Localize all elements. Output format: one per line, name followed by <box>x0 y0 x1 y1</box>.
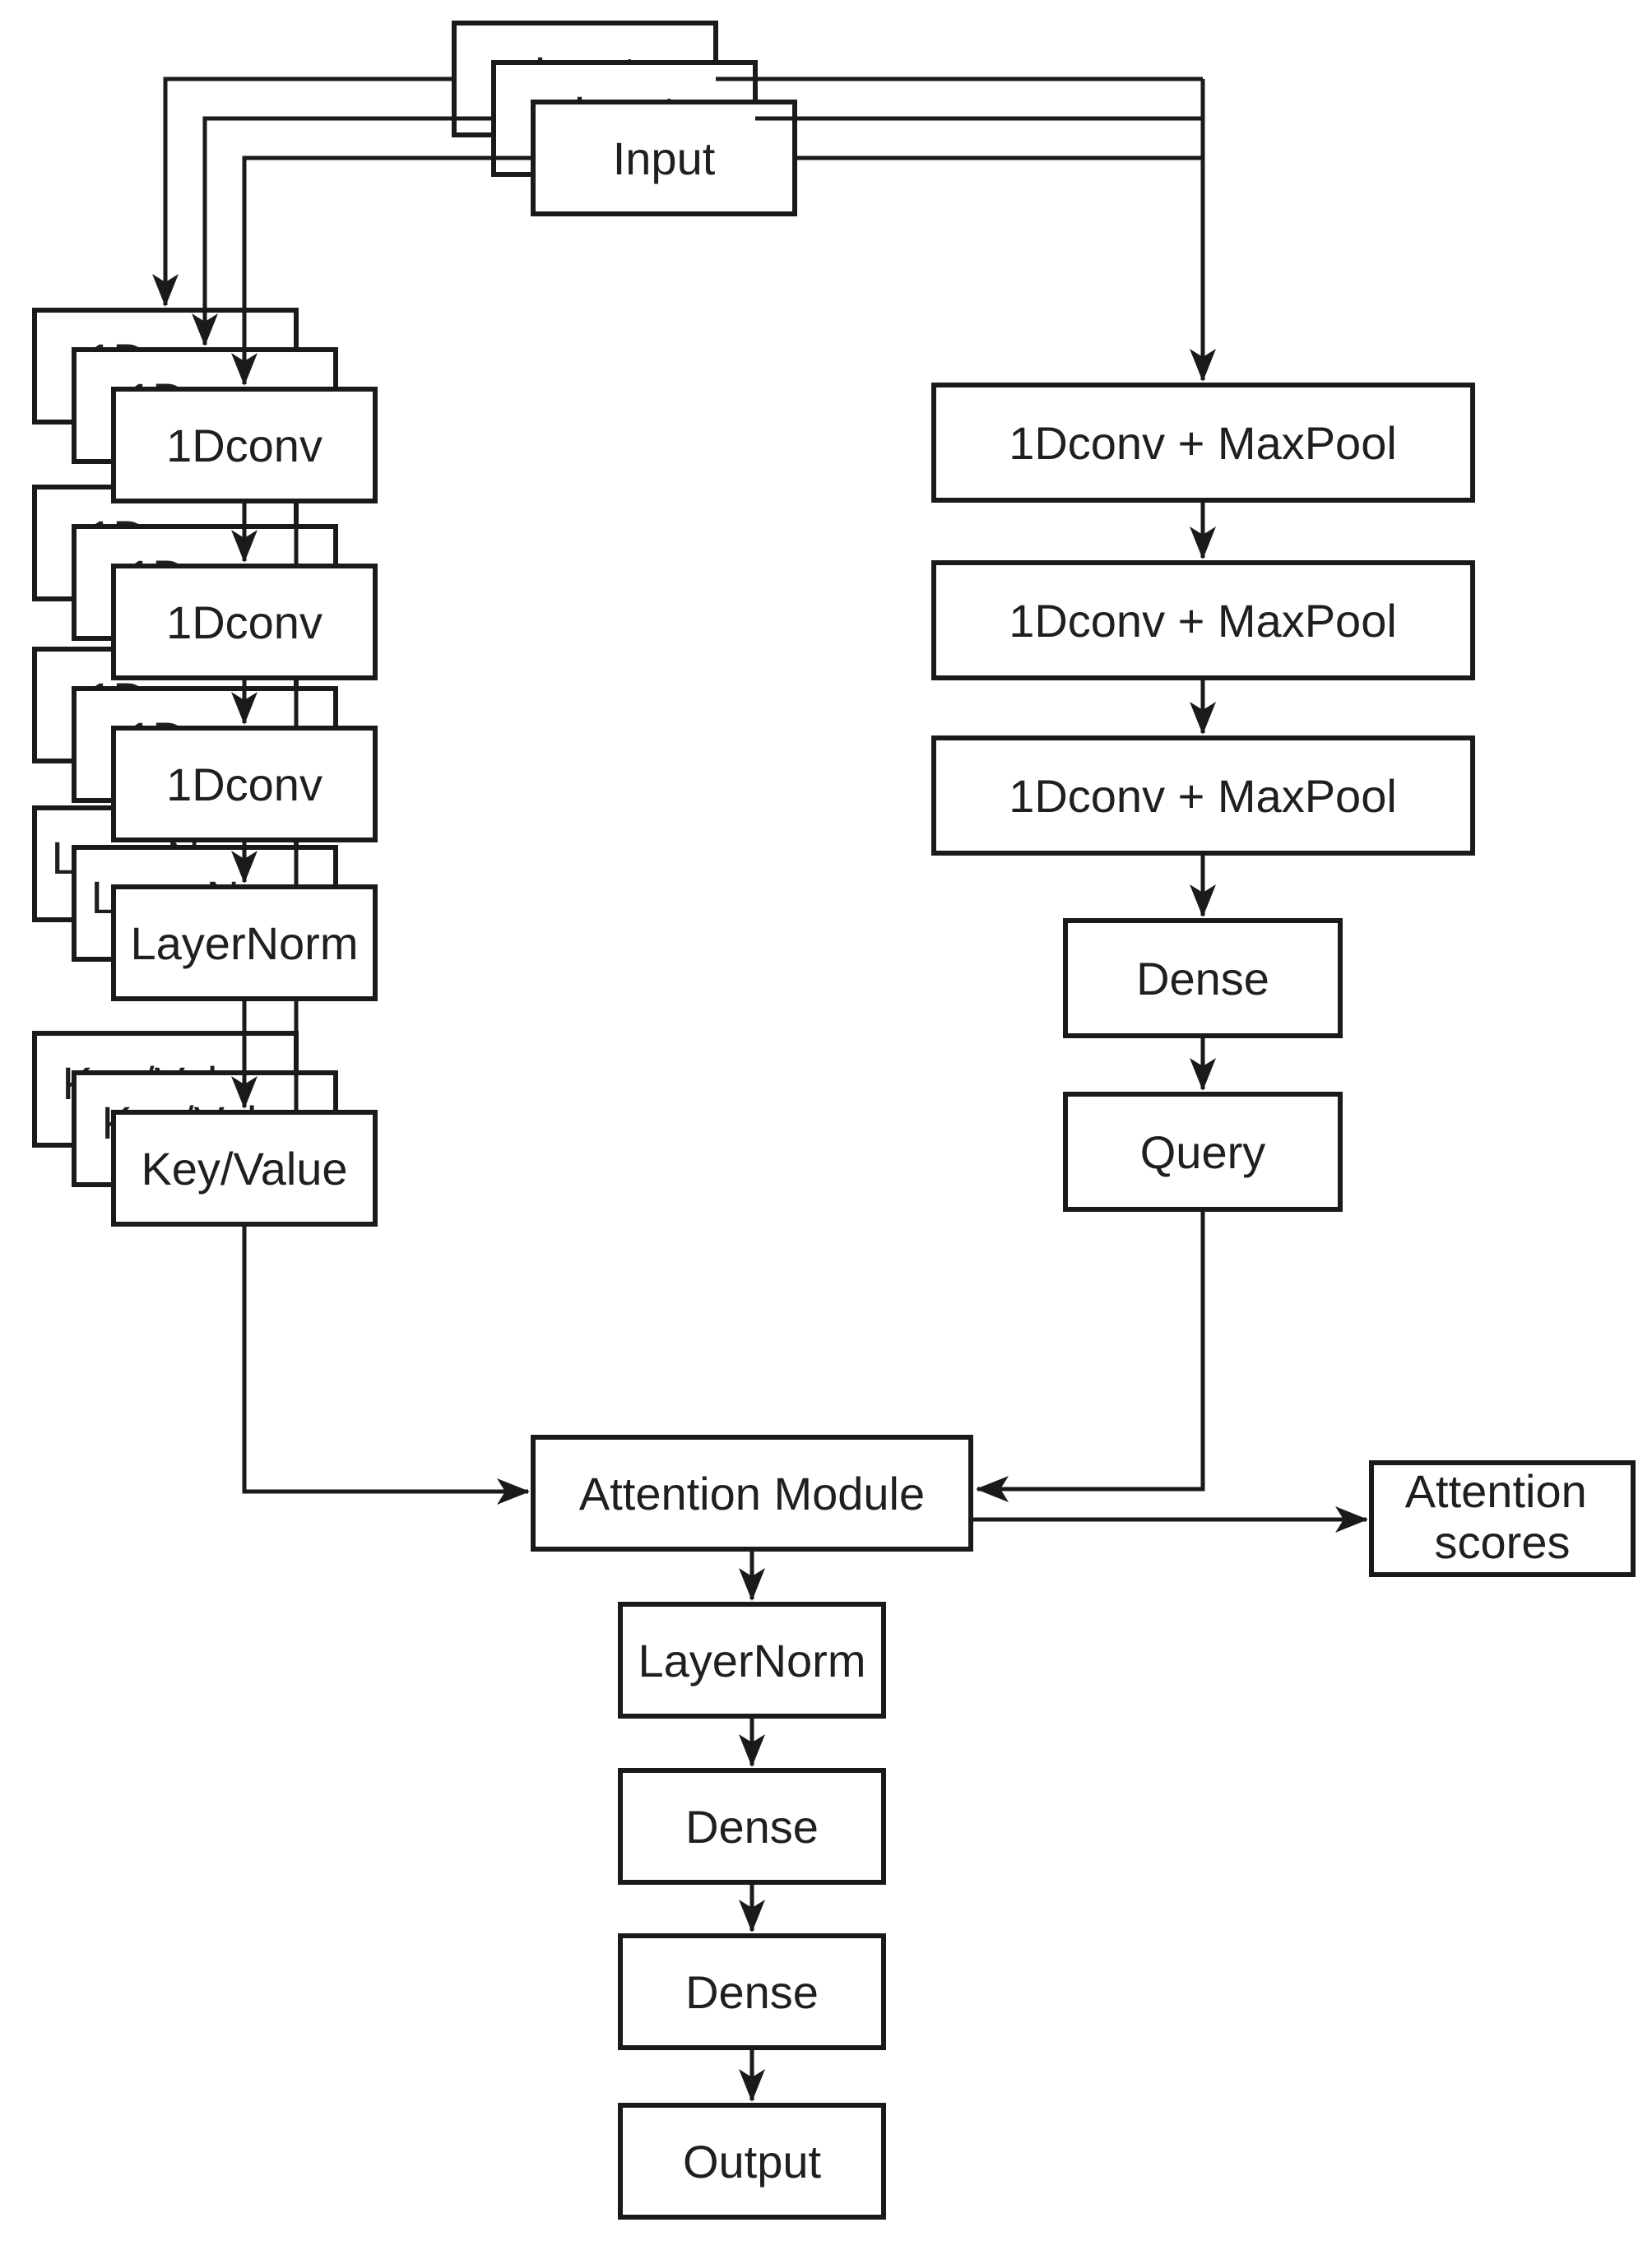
node-attention-scores <box>1369 1460 1636 1577</box>
node-conv1-label: 1Dconv <box>166 420 323 471</box>
node-attention-module <box>531 1435 973 1552</box>
node-convpool2 <box>931 560 1475 680</box>
node-query <box>1063 1092 1343 1212</box>
node-attention-scores-label: Attention scores <box>1405 1465 1600 1568</box>
node-dense-query-label: Dense <box>1136 953 1269 1005</box>
node-dense-output1-label: Dense <box>685 1801 819 1853</box>
diagram-nodes: Input 1Dconv 1Dconv 1Dconv LayerNorm Key… <box>111 100 1636 2220</box>
node-conv2 <box>111 564 378 680</box>
node-convpool1-label: 1Dconv + MaxPool <box>1009 417 1397 469</box>
node-convpool3 <box>931 735 1475 856</box>
node-dense-query <box>1063 918 1343 1038</box>
node-conv2-label: 1Dconv <box>166 596 323 648</box>
node-key-value-label: Key/Value <box>141 1143 347 1195</box>
node-conv3 <box>111 726 378 842</box>
node-output <box>618 2103 886 2220</box>
diagram-edges <box>152 77 1368 2102</box>
node-conv3-label: 1Dconv <box>166 759 323 810</box>
node-query-label: Query <box>1140 1126 1266 1178</box>
edge-keyvalue-to-attention <box>242 1224 530 1505</box>
node-input-label: Input <box>613 132 716 184</box>
edge-input-front-to-conv1-front <box>231 155 533 386</box>
node-attention-module-label: Attention Module <box>579 1468 925 1520</box>
node-convpool3-label: 1Dconv + MaxPool <box>1009 770 1397 822</box>
node-dense-output2-label: Dense <box>685 1966 819 2018</box>
node-convpool1 <box>931 383 1475 503</box>
node-key-value <box>111 1110 378 1227</box>
node-output-label: Output <box>683 2136 822 2188</box>
node-layernorm-output-label: LayerNorm <box>638 1635 866 1687</box>
node-dense-output1 <box>618 1768 886 1885</box>
node-layernorm-encoder-label: LayerNorm <box>131 917 359 969</box>
node-layernorm-encoder <box>111 884 378 1001</box>
attention-scores-line1: Attention <box>1405 1465 1587 1517</box>
node-convpool2-label: 1Dconv + MaxPool <box>1009 595 1397 647</box>
attention-scores-line2: scores <box>1435 1516 1571 1568</box>
edge-input-middle-to-conv1-middle <box>192 116 494 346</box>
edge-query-to-attention <box>976 1209 1205 1502</box>
edge-input-back-to-conv1-back <box>152 77 454 307</box>
node-dense-output2 <box>618 1933 886 2050</box>
